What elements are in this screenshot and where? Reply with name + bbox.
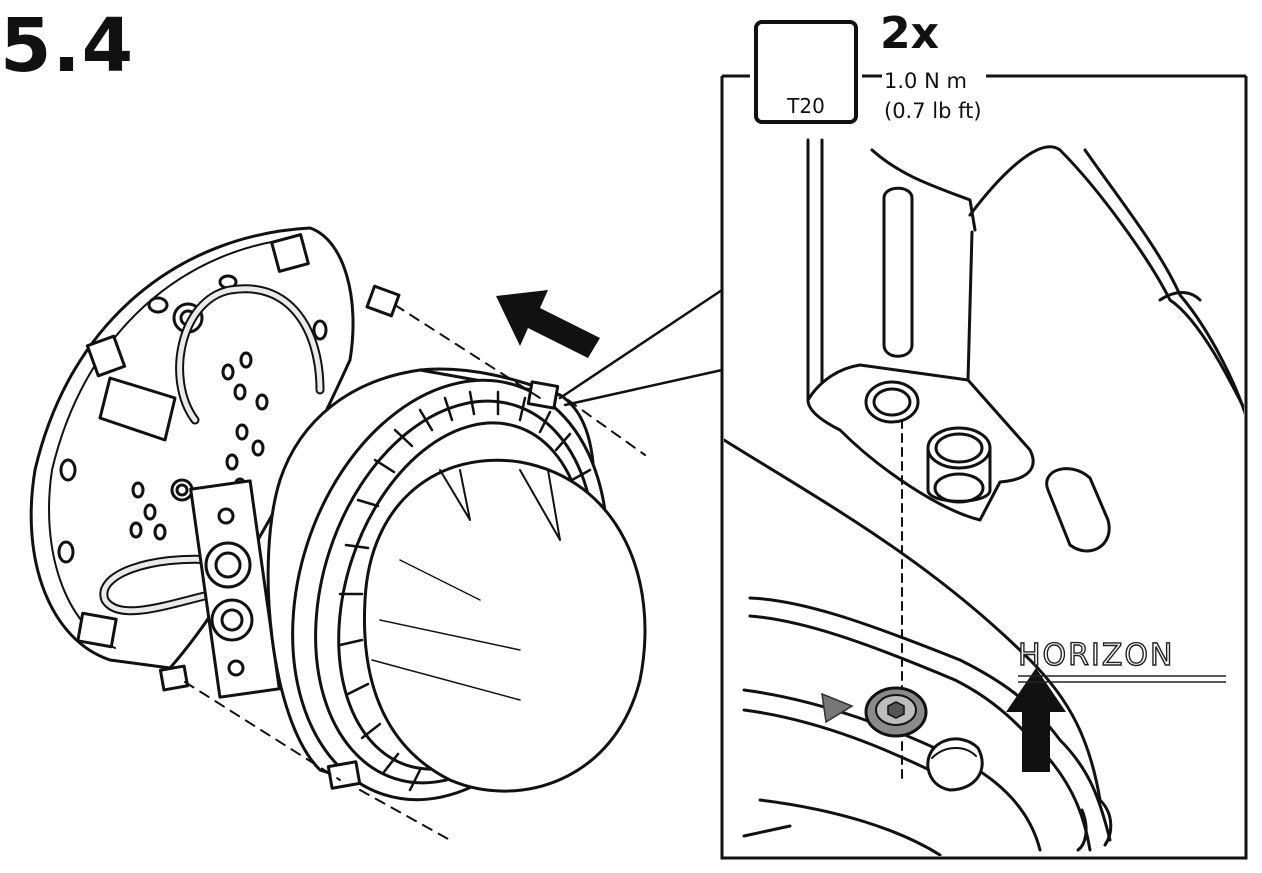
callout-line-upper [558,288,724,400]
quantity-label: 2x [880,8,939,59]
brand-underline [1018,675,1226,683]
step-number: 5.4 [0,3,135,89]
brand-label: HORIZON [1017,637,1175,673]
torque-spec: 1.0 N m (0.7 lb ft) [882,66,986,126]
camera-housing [266,367,647,802]
up-arrow-icon [1006,668,1066,772]
mounting-plate [29,226,401,699]
detail-view [724,138,1244,856]
alignment-marker-icon [821,692,854,724]
torque-metric: 1.0 N m [884,69,967,93]
alignment-guides [184,304,646,841]
torque-imperial: (0.7 lb ft) [884,99,982,123]
screw-icon [864,686,928,738]
tool-badge: T20 [754,20,858,124]
callout-line-lower [563,368,724,407]
tool-label: T20 [787,94,825,118]
direction-arrow-icon [496,290,600,358]
